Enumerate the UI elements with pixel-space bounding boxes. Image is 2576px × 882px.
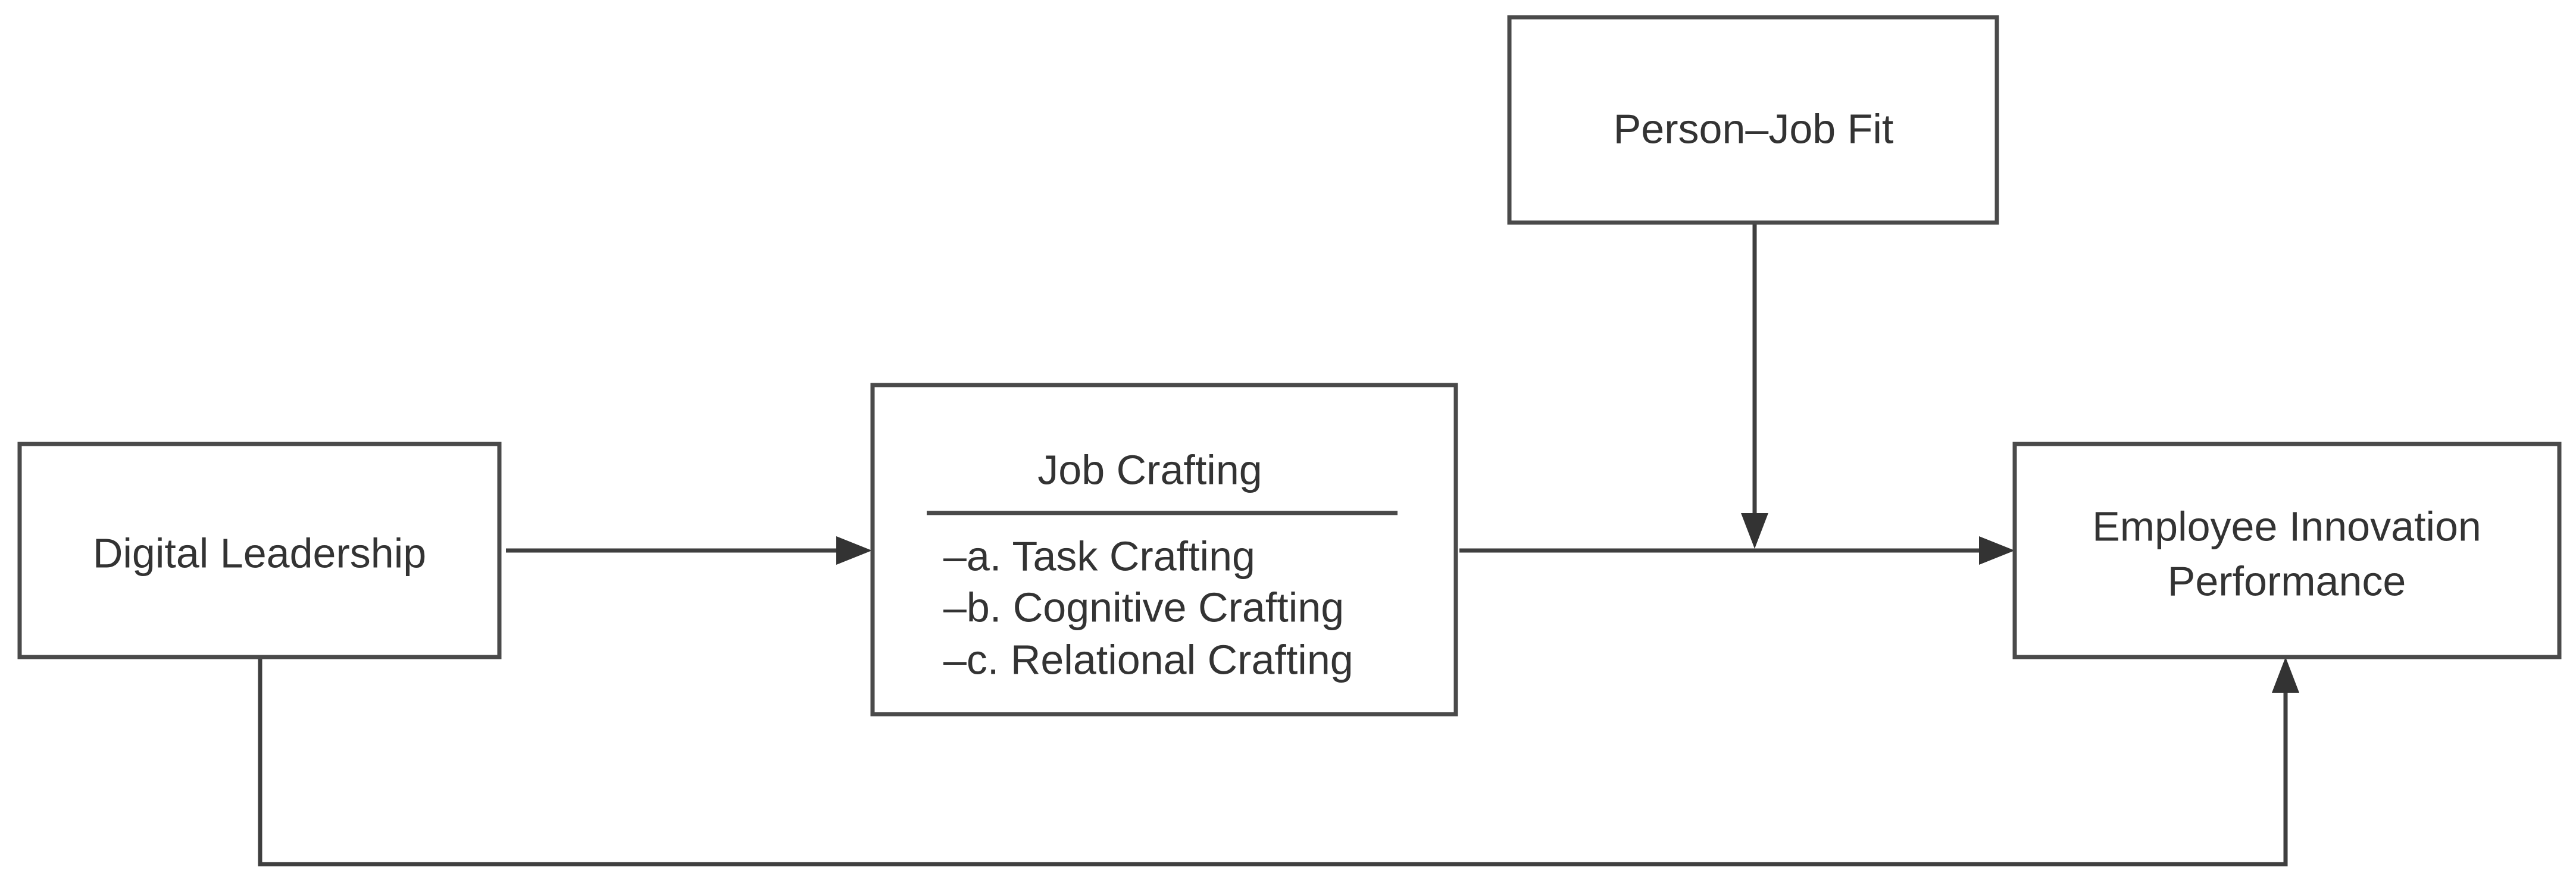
employee-innovation-performance-label-line-1: Employee Innovation [2092, 503, 2481, 549]
employee-innovation-performance-box [2012, 442, 2562, 659]
job-crafting-item: –c. Relational Crafting [943, 636, 1353, 683]
job-crafting-item: –a. Task Crafting [943, 533, 1255, 579]
job-crafting-item: –b. Cognitive Crafting [943, 584, 1344, 630]
node-digital-leadership: Digital Leadership [17, 442, 502, 659]
node-person-job-fit: Person–Job Fit [1507, 15, 1999, 225]
node-job-crafting: Job Crafting –a. Task Crafting –b. Cogni… [870, 383, 1458, 717]
digital-leadership-label: Digital Leadership [93, 530, 426, 576]
person-job-fit-box [1507, 15, 1999, 225]
arrowhead-moderation [1741, 513, 1768, 549]
digital-leadership-box [17, 442, 502, 659]
arrowhead-employee-innovation-performance-bottom [2272, 657, 2299, 693]
person-job-fit-label: Person–Job Fit [1614, 105, 1894, 152]
arrowhead-job-crafting [836, 536, 872, 565]
employee-innovation-performance-label-line-2: Performance [2168, 558, 2406, 604]
job-crafting-box [870, 383, 1458, 717]
job-crafting-title: Job Crafting [1037, 446, 1262, 493]
arrowhead-employee-innovation-performance-left [1979, 536, 2015, 565]
node-employee-innovation-performance: Employee Innovation Performance [2012, 442, 2562, 659]
edges [258, 224, 2299, 867]
edge-digital-leadership-to-employee-innovation-performance [258, 657, 2288, 867]
